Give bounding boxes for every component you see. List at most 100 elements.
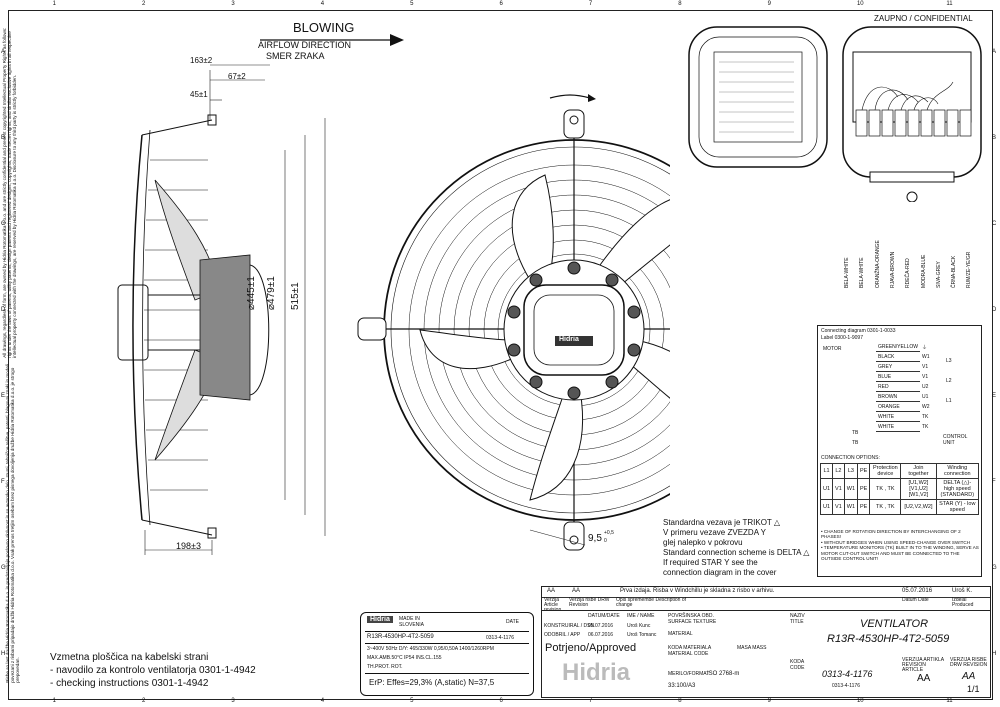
tb-approved: Potrjeno/Approved [545,642,637,654]
wire-color: BLACK [878,354,895,360]
dim-9-5-tol-down: 0 [604,538,607,544]
tb-1: TB [852,430,859,436]
grid-col-label: 6 [499,698,503,704]
wire-color: WHITE [878,414,895,420]
wire-terminal: V1 [922,374,929,380]
left-note-line: - navodilo za kontrolo ventilatorja 0301… [50,665,256,676]
grid-row-label: E [1,393,6,399]
tb-2: TB [852,440,859,446]
tb-title-label: NAZIV TITLE [790,613,805,625]
front-view-drawing [357,94,670,551]
spring-plate-note: Vzmetna ploščica na kabelski strani- nav… [50,651,256,690]
wire-label: SIVA-GREY [935,261,942,288]
connection-options-title: CONNECTION OPTIONS: [821,455,880,461]
option-cell: V1 [832,499,845,515]
side-notice-slovene: Risbe so last družbe Hidria Rotomatika d… [5,364,21,683]
rev-h4: Datum Date [902,597,929,603]
grid-col-label: 2 [142,698,146,704]
wire-label: MODRA-BLUE [920,254,927,288]
grid-col-label: 1 [52,698,57,704]
wire-terminal: ⏚ [922,345,928,351]
revision-table: AA AA Prva izdaja. Risba v Windchillu je… [541,586,991,613]
option-cell: PE [857,499,871,515]
option-header: PE [857,463,871,479]
wire-label: RUM/ZE-YE/GR [966,251,973,288]
grid-row-label: B [992,135,997,141]
tb-title2: R13R-4530HP-4T2-5059 [827,633,950,645]
option-header: Protection device [869,463,902,479]
grid-row-label: F [1,479,5,485]
grid-row-label: A [992,49,997,55]
standard-note-line: V primeru vezave ZVEZDA Y [663,528,766,537]
airflow-title: BLOWING [293,20,355,35]
option-header: L2 [832,463,845,479]
grid-row-label: C [992,221,997,227]
grid-col-label: 3 [231,698,235,704]
wire-terminal: V1 [922,364,929,370]
grid-col-label: 11 [946,1,953,7]
grid-row-label: G [1,565,6,571]
connection-diagram-panel: Connecting diagram 0301-1-0033 Label 030… [817,325,982,577]
tb-odobril: ODOBRIL / APP [544,632,581,638]
airflow-line1: AIRFLOW DIRECTION [258,40,352,50]
grid-col-label: 11 [946,698,953,704]
grid-col-label: 8 [678,1,682,7]
rev-h2: Verzija risbe DRW Revision [569,597,610,608]
grid-col-label: 9 [767,1,771,7]
grid-col-label: 10 [856,698,864,704]
wire-rule [876,361,920,362]
option-cell: W1 [843,478,859,500]
nameplate-logo: Hidria [367,616,393,623]
dim-445: ⌀445±1 [246,276,257,310]
standard-note-line: glej nalepko v pokrovu [663,538,743,547]
tb-code: 0313-4-1176 [822,669,873,679]
spec-line-2: MAX.AMB.50°C IP54 INS.CL.155 [367,655,442,661]
grid-col-label: 10 [856,1,864,7]
tb-scale-label: MERILO/FORMAT [668,671,710,677]
standard-connection-note: Standardna vezava je TRIKOT △V primeru v… [663,518,809,578]
option-cell: TK , TK [869,478,902,500]
option-header: L3 [843,463,859,479]
wire-color: WHITE [878,424,895,430]
wire-color: BLUE [878,374,892,380]
grid-col-label: 1 [52,1,57,7]
option-cell: V1 [832,478,845,500]
drawing-frame [8,10,993,700]
wire-line: L3 [946,358,952,364]
hub-logo: Hidria [559,336,579,343]
grid-row-label: C [1,221,6,227]
option-cell: [U2,V2,W2] [900,499,937,515]
wire-label: ČRNA-BLACK [951,255,958,288]
tb-code-sub: 0313-4-1176 [832,683,860,689]
grid-col-label: 7 [588,698,593,704]
dim-163: 163±2 [190,56,213,65]
grid-col-label: 5 [410,1,414,7]
product-code: 0313-4-1176 [486,635,514,641]
standard-note-line: If required STAR Y see the [663,558,758,567]
terminal-box-cover-view [688,26,828,168]
diagram-title: Connecting diagram 0301-1-0033 [821,328,896,334]
wire-label: BELA-WHITE [844,257,850,288]
side-notice-english: All drawings, regardless of form, are ow… [2,27,18,358]
tb-konstr-name: Uroš Kunc [627,623,651,629]
rev-by: Uroš K. [952,588,973,594]
option-header: Winding connection [935,463,980,479]
wire-terminal: TK [922,414,929,420]
airflow-line2: SMER ZRAKA [266,51,325,61]
confidential-label: ZAUPNO / CONFIDENTIAL [874,14,973,23]
diagram-note: • TEMPERATURE MONITORS (TK) BUILT IN TO … [821,545,979,562]
diagram-notes: • CHANGE OF ROTATION DIRECTION BY INTERC… [821,529,979,561]
tb-ver-drw-label: VERZIJA RISBE DRW REVISION [950,657,988,668]
date-label: DATE [506,619,519,625]
nameplate: Hidria MADE IN SLOVENIA DATE R13R-4530HP… [360,612,534,696]
standard-note-line: connection diagram in the cover [663,568,777,577]
dim-515: 515±1 [290,282,301,310]
option-cell: U1 [819,499,834,515]
grid-col-label: 3 [231,1,235,7]
model: R13R-4530HP-4T2-5059 [367,634,434,640]
dim-9-5: 9,5 [588,533,602,544]
